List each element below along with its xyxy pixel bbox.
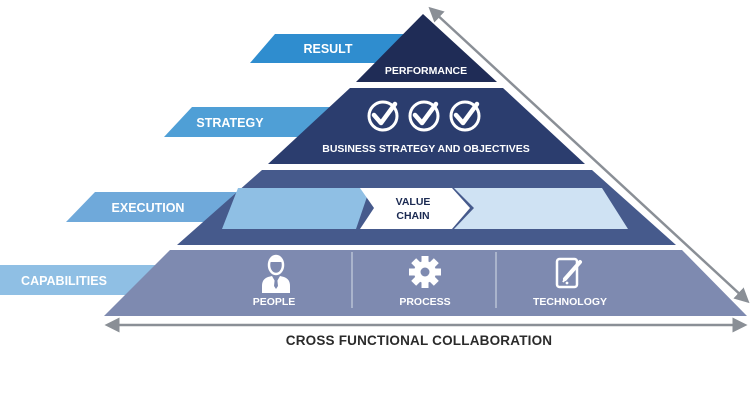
tier-label-people: PEOPLE (253, 296, 296, 308)
ribbon-label-strategy: STRATEGY (196, 116, 264, 130)
ribbon-result: RESULT (250, 34, 420, 63)
tier-strategy: BUSINESS STRATEGY AND OBJECTIVES (268, 88, 585, 164)
businessman-icon (262, 254, 290, 293)
check-circle-icon (367, 100, 399, 132)
value-chain-label-line2: CHAIN (396, 210, 429, 222)
ribbon-label-execution: EXECUTION (112, 201, 185, 215)
value-chain-label-line1: VALUE (396, 196, 431, 208)
gear-icon (409, 256, 441, 288)
tier-execution: VALUE CHAIN (177, 170, 676, 245)
ribbon-strategy: STRATEGY (164, 107, 330, 137)
ribbon-label-capabilities: CAPABILITIES (21, 274, 107, 288)
bottom-label-cross-functional: CROSS FUNCTIONAL COLLABORATION (286, 333, 553, 348)
tier-label-process: PROCESS (399, 296, 450, 308)
ribbon-label-result: RESULT (303, 42, 352, 56)
tier-capabilities: PEOPLE PROCESS TECHNOLOGY (104, 250, 747, 316)
slope-arrow (428, 6, 750, 304)
value-chain-segment-right (454, 188, 628, 229)
ribbon-execution: EXECUTION (66, 192, 250, 222)
value-chain-segment-left (222, 188, 370, 229)
value-chain-arrow (360, 188, 470, 229)
tier-label-performance: PERFORMANCE (385, 65, 467, 77)
tier-label-strategy: BUSINESS STRATEGY AND OBJECTIVES (322, 143, 530, 155)
ribbon-capabilities: CAPABILITIES (0, 265, 170, 295)
tier-label-technology: TECHNOLOGY (533, 296, 607, 308)
